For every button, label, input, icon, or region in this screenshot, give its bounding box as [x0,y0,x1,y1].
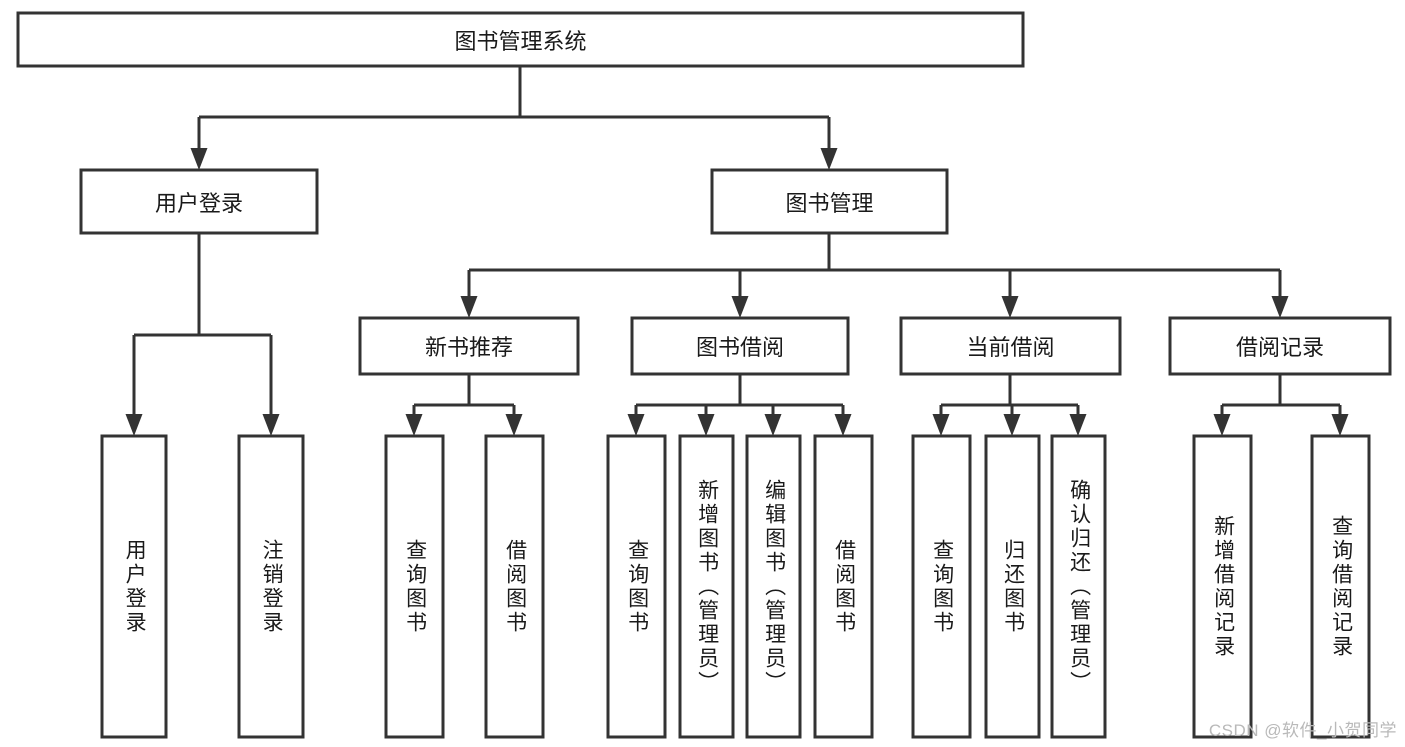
node-box-book-management[interactable] [710,168,949,235]
book-management-branch-arrow-2-head [1001,296,1019,318]
borrow-record-branch-arrow-1-head [1331,414,1349,436]
node-box-user-login[interactable] [79,168,319,235]
node-box-leaf-add-book-admin[interactable] [678,434,735,739]
node-box-layer [16,11,1392,739]
node-box-leaf-borrow-book-recommend[interactable] [484,434,545,739]
new-book-recommend-branch-arrow-1-head [505,414,523,436]
current-borrow-branch-arrow-2-head [1069,414,1087,436]
current-borrow-branch-arrow-1-head [1003,414,1021,436]
node-box-leaf-edit-book-admin[interactable] [745,434,802,739]
connector-layer [125,66,1349,436]
node-box-leaf-query-book-borrow[interactable] [606,434,667,739]
node-box-leaf-add-borrow-record[interactable] [1192,434,1253,739]
node-box-current-borrow[interactable] [899,316,1122,376]
node-box-leaf-confirm-return-admin[interactable] [1050,434,1107,739]
user-login-branch-arrow-1-head [262,414,280,436]
node-box-borrow-record[interactable] [1168,316,1392,376]
book-management-branch-arrow-3-head [1271,296,1289,318]
node-box-leaf-query-borrow-record[interactable] [1310,434,1371,739]
book-borrow-branch-arrow-0-head [627,414,645,436]
root-branch-arrow-1-head [820,148,838,170]
book-management-branch-arrow-0-head [460,296,478,318]
node-box-leaf-query-book-recommend[interactable] [384,434,445,739]
root-branch-arrow-0-head [190,148,208,170]
node-box-leaf-query-book-current[interactable] [911,434,972,739]
borrow-record-branch-arrow-0-head [1213,414,1231,436]
node-box-new-book-recommend[interactable] [358,316,580,376]
node-box-book-borrow[interactable] [630,316,850,376]
book-management-branch-arrow-1-head [731,296,749,318]
new-book-recommend-branch-arrow-0-head [405,414,423,436]
book-borrow-branch-arrow-1-head [697,414,715,436]
node-box-root[interactable] [16,11,1025,68]
book-borrow-branch-arrow-3-head [834,414,852,436]
node-box-leaf-return-book[interactable] [984,434,1041,739]
current-borrow-branch-arrow-0-head [932,414,950,436]
user-login-branch-arrow-0-head [125,414,143,436]
node-box-leaf-logout[interactable] [237,434,305,739]
node-box-leaf-user-login[interactable] [100,434,168,739]
node-box-leaf-borrow-book[interactable] [813,434,874,739]
watermark-text: CSDN @软件_小贺同学 [1208,721,1397,740]
book-borrow-branch-arrow-2-head [764,414,782,436]
